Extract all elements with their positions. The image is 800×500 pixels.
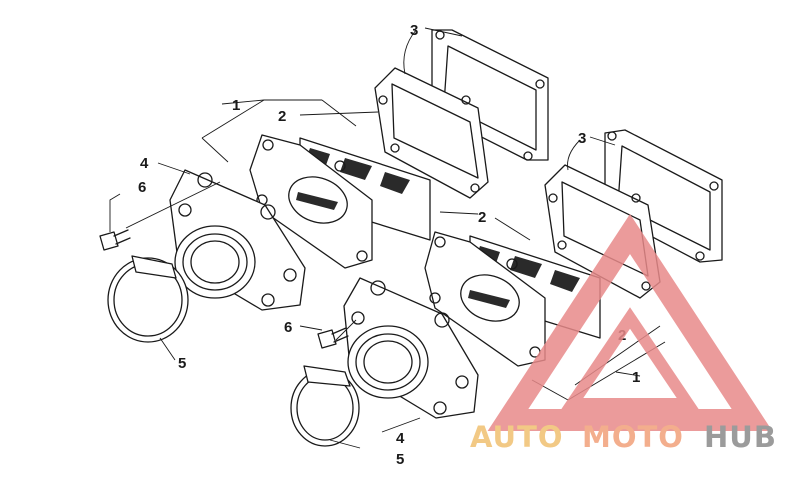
watermark-triangle-outer — [487, 213, 773, 431]
callout-2-middle: 2 — [478, 209, 486, 226]
reed-valve-lower-1 — [424, 231, 601, 367]
gasket-upper-3 — [431, 29, 549, 161]
callout-4-lower: 4 — [396, 430, 405, 447]
callout-3-upper: 3 — [410, 22, 418, 39]
callout-4-upper: 4 — [140, 155, 149, 172]
gasket-lower-3 — [604, 129, 723, 263]
callout-2-upper: 2 — [278, 108, 286, 125]
bolt-lower-6 — [317, 327, 349, 349]
callout-6-lower: 6 — [284, 319, 292, 336]
automotohub-watermark: AUTO MOTO HUB — [470, 213, 777, 454]
callout-6-upper: 6 — [138, 179, 146, 196]
gasket-upper-2 — [374, 67, 489, 199]
hose-clamp-upper-5 — [107, 255, 189, 343]
callout-1-upper: 1 — [232, 97, 240, 114]
watermark-text-auto: AUTO — [470, 420, 564, 454]
watermark-text-hub: HUB — [704, 420, 777, 454]
callout-5-lower: 5 — [396, 451, 404, 468]
intake-flange-lower-4 — [343, 277, 479, 419]
callout-1-lower: 1 — [632, 369, 640, 386]
hose-clamp-lower-5 — [290, 365, 360, 447]
watermark-text-moto: MOTO — [582, 420, 684, 454]
bolt-upper-6 — [99, 229, 131, 251]
reed-valve-upper-1 — [249, 134, 431, 269]
callout-5-upper: 5 — [178, 355, 186, 372]
intake-flange-upper-4 — [169, 169, 306, 311]
callout-3-lower: 3 — [578, 130, 586, 147]
watermark-triangle-inner — [560, 307, 700, 410]
gasket-lower-2 — [544, 164, 661, 299]
